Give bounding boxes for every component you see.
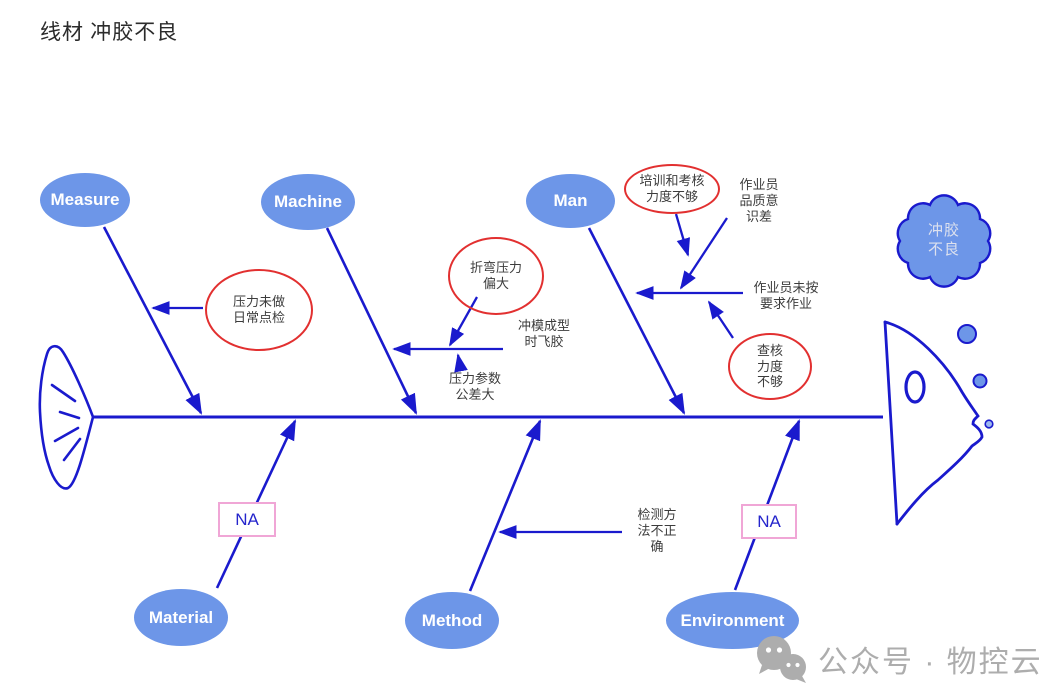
arrow-pressure-tolerance [454,353,468,373]
cause-die-forming-glue: 冲模成型 时飞胶 [517,318,570,349]
category-measure: Measure [40,173,130,227]
category-material: Material [134,589,228,646]
bone-machine [325,227,418,415]
cause-not-follow-requirements: 作业员未按 要求作业 [753,280,819,311]
bone-measure [102,226,203,415]
bone-method [468,419,542,592]
watermark-text: 公众号 · 物控云 [818,646,1043,679]
arrow-training [674,213,690,257]
fish-eye [904,370,926,404]
na-box-material: NA [218,502,276,537]
bone-man [587,227,686,415]
cause-test-method-incorrect: 检测方 法不正 确 [637,507,677,554]
bubble-medium [972,373,988,389]
bubble-large [957,324,977,344]
arrow-audit [707,300,734,339]
category-machine: Machine [261,174,355,230]
category-method: Method [405,592,499,649]
circled-cause-training: 培训和考核 力度不够 [624,164,720,214]
bubble-small [984,419,994,429]
watermark: 公众号 · 物控云 [752,633,1043,685]
category-man: Man [526,174,615,228]
na-box-environment: NA [741,504,797,539]
arrow-quality-awareness [679,217,728,290]
page-title: 线材 冲胶不良 [40,20,179,44]
circled-cause-audit: 查核 力度 不够 [728,333,812,400]
fish-head [883,320,984,526]
effect-cloud [896,194,992,288]
cause-quality-awareness: 作业员 品质意 识差 [739,177,779,224]
effect-label: 冲胶 不良 [927,222,960,258]
fish-tail [38,344,95,490]
circled-cause-pressure-check: 压力未做 日常点检 [205,269,313,351]
cause-pressure-tolerance: 压力参数 公差大 [448,371,501,402]
circled-cause-bending-pressure: 折弯压力 偏大 [448,237,544,315]
wechat-icon [757,636,806,683]
